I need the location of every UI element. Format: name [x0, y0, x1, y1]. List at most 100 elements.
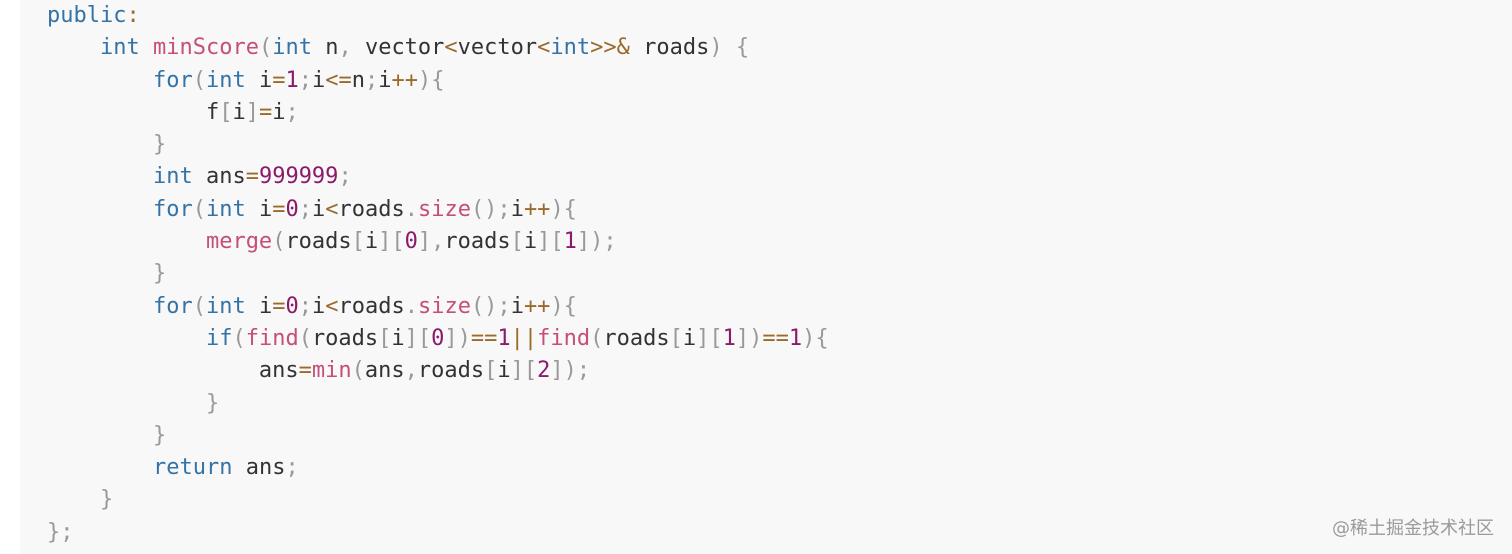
code-token: ( [192, 196, 206, 222]
code-line: for(int i=1;i<=n;i++){ [47, 65, 829, 97]
code-token: ]) [735, 325, 763, 351]
code-token: i [232, 99, 246, 125]
code-token: : [126, 3, 140, 28]
code-token: int [205, 293, 246, 319]
code-token: ]); [576, 229, 617, 255]
code-token: min [311, 358, 352, 384]
code-token: roads [285, 229, 352, 255]
code-token: } [152, 422, 167, 448]
watermark: @稀土掘金技术社区 [1332, 518, 1494, 539]
code-token: n [351, 67, 365, 93]
code-listing: public: int minScore(int n, vector<vecto… [47, 0, 829, 549]
code-line: for(int i=0;i<roads.size();i++){ [47, 194, 829, 226]
code-token: 1 [722, 325, 736, 351]
code-token: [ [669, 325, 683, 351]
code-token: [ [484, 358, 498, 384]
code-token: == [470, 325, 498, 351]
code-line: f[i]=i; [47, 97, 829, 129]
code-token: 0 [404, 229, 418, 255]
code-token: ( [272, 229, 286, 255]
code-token: ; [285, 455, 299, 481]
code-token: ) [709, 35, 723, 61]
code-token: < [325, 196, 339, 222]
code-token [47, 455, 153, 480]
code-token [723, 35, 736, 60]
code-token: roads [417, 358, 485, 384]
code-token [47, 229, 206, 254]
code-token: (); [470, 293, 511, 319]
code-token: for [152, 67, 193, 93]
code-token: n [311, 35, 339, 61]
code-line: merge(roads[i][0],roads[i][1]); [47, 226, 829, 258]
code-token: find [245, 325, 299, 351]
code-token: ]) [444, 325, 471, 351]
code-token: i [272, 99, 286, 125]
code-token: ][ [378, 229, 405, 255]
code-token [47, 487, 100, 512]
code-token: roads [338, 293, 405, 319]
code-token: , [338, 35, 352, 61]
code-token: = [272, 196, 286, 222]
code-token: for [152, 196, 193, 222]
code-line: ans=min(ans,roads[i][2]); [47, 355, 829, 387]
code-token: = [272, 67, 286, 93]
code-token: ){ [417, 67, 445, 93]
code-token [47, 164, 153, 189]
code-token: roads [311, 325, 379, 351]
code-token: vector [351, 35, 445, 61]
code-line: return ans; [47, 452, 829, 484]
code-token: 0 [285, 196, 299, 222]
code-token: = [245, 164, 259, 190]
code-token: i [378, 67, 392, 93]
code-token: ] [245, 99, 259, 125]
code-token: } [152, 261, 167, 287]
code-line: if(find(roads[i][0])==1||find(roads[i][1… [47, 323, 829, 355]
code-token: i [245, 196, 273, 222]
code-token: size [417, 293, 471, 319]
code-token [47, 197, 153, 222]
code-token: 999999 [258, 164, 339, 190]
code-token: } [152, 132, 167, 158]
code-token: ; [298, 293, 312, 319]
code-token: = [258, 99, 273, 125]
code-token [47, 35, 100, 60]
code-token: i [510, 293, 524, 319]
code-token [47, 423, 153, 448]
code-token: . [404, 196, 418, 222]
code-line: int ans=999999; [47, 161, 829, 193]
code-token: (); [470, 196, 511, 222]
code-token: 1 [788, 325, 803, 351]
code-token: ][ [537, 229, 564, 255]
code-token: || [510, 325, 538, 351]
code-token: 0 [285, 293, 299, 319]
code-token: ; [298, 196, 312, 222]
code-line: }; [47, 517, 829, 549]
code-token: merge [205, 229, 273, 255]
code-token: i [245, 67, 273, 93]
code-token: } [99, 487, 114, 513]
code-line: } [47, 129, 829, 161]
code-token: ]); [550, 358, 591, 384]
code-token [47, 326, 206, 351]
code-token: ][ [696, 325, 723, 351]
code-token: < [537, 35, 551, 61]
code-token: roads [603, 325, 670, 351]
code-token: ans [192, 164, 246, 190]
code-token: 1 [563, 229, 577, 255]
code-token: ( [192, 293, 206, 319]
code-token: ( [232, 325, 246, 351]
code-token: ++ [391, 67, 418, 93]
code-token [47, 68, 153, 93]
code-token: i [364, 229, 379, 255]
code-token: ; [285, 99, 299, 125]
code-token: i [311, 67, 326, 93]
code-token: int [152, 164, 193, 190]
code-token: i [391, 325, 405, 351]
code-token: ( [351, 358, 365, 384]
code-token: find [537, 325, 591, 351]
code-token: ++ [523, 196, 551, 222]
code-token: int [205, 196, 246, 222]
code-token: f [47, 99, 220, 125]
code-token: ; [364, 67, 379, 93]
code-token: i [245, 293, 273, 319]
